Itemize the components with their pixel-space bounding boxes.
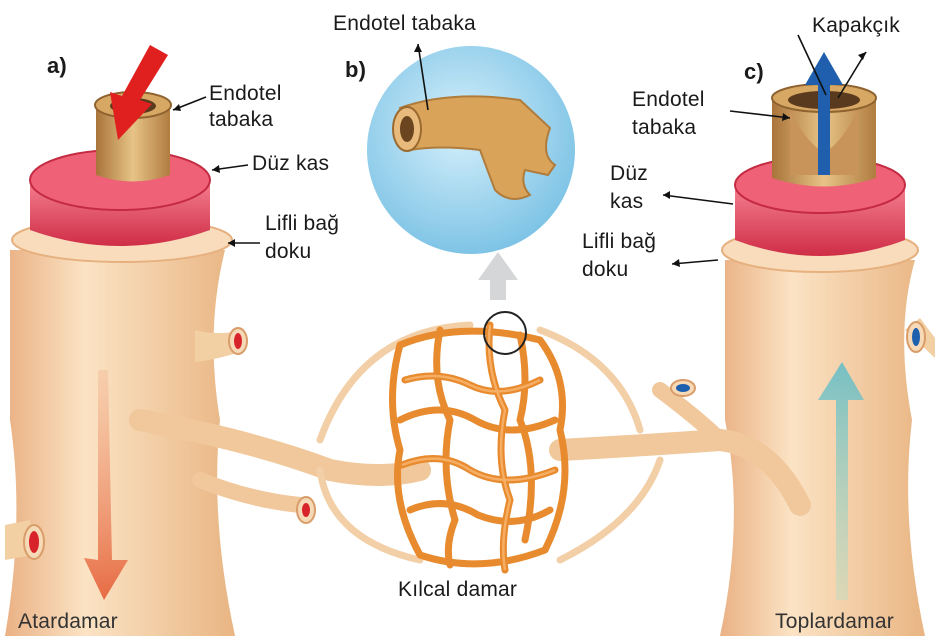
connecting-vessels [140, 325, 800, 560]
capillary-name-label: Kılcal damar [398, 578, 517, 602]
vein-name-label: Toplardamar [775, 610, 894, 634]
vein-connective-label-1: Lifli bağ [582, 230, 656, 254]
artery-name-label: Atardamar [18, 610, 118, 634]
vein-smooth-muscle-label-1: Düz [610, 162, 648, 186]
panel-b-tag: b) [345, 58, 366, 82]
vein-connective-label-2: doku [582, 258, 628, 282]
artery [5, 45, 247, 636]
artery-connective-label-1: Lifli bağ [265, 212, 339, 236]
artery-smooth-muscle-label: Düz kas [252, 152, 329, 176]
artery-connective-label-2: doku [265, 240, 311, 264]
capillary-zoom-bubble [367, 46, 575, 254]
panel-c-tag: c) [744, 60, 764, 84]
capillary-endothelium-label: Endotel tabaka [333, 12, 476, 36]
vein [720, 52, 935, 636]
capillary-network [393, 325, 566, 570]
artery-endothelium-label-2: tabaka [209, 108, 273, 132]
zoom-arrow [478, 252, 518, 300]
vein-endothelium-label-1: Endotel [632, 88, 705, 112]
vein-endothelium-label-2: tabaka [632, 116, 696, 140]
artery-endothelium-label-1: Endotel [209, 82, 282, 106]
valve-label: Kapakçık [812, 14, 900, 38]
panel-a-tag: a) [47, 54, 67, 78]
vein-smooth-muscle-label-2: kas [610, 190, 643, 214]
